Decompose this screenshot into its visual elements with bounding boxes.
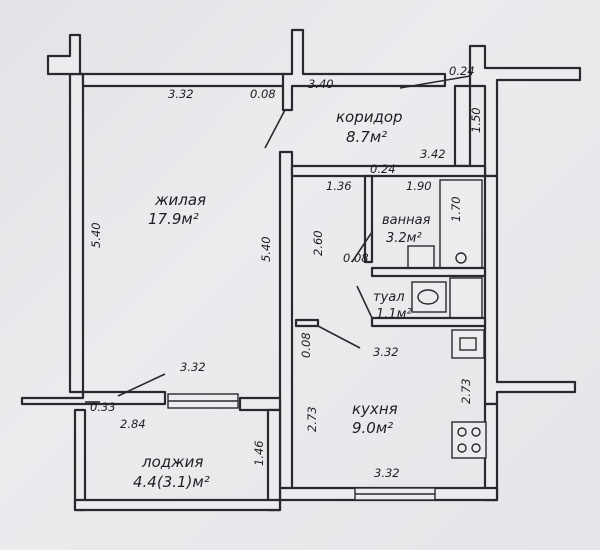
dim-kitchen-left: 2.73 <box>305 406 319 432</box>
corridor-step-wall <box>453 84 472 168</box>
dim-bath-left: 1.36 <box>326 179 352 193</box>
toilet-top-wall <box>370 266 487 278</box>
loggia-left-wall <box>73 408 87 512</box>
corridor-right-wall <box>468 44 582 178</box>
dim-kitchen-top: 3.32 <box>373 345 399 359</box>
dim-living-right: 5.40 <box>259 236 273 262</box>
room-name-kitchen: кухня <box>352 400 398 418</box>
dim-bath-right: 1.70 <box>449 196 463 222</box>
kitchen-partition <box>294 318 320 328</box>
central-partition <box>278 150 294 492</box>
room-area-loggia: 4.4(3.1)м² <box>133 473 210 491</box>
walls <box>20 28 582 512</box>
room-name-bathroom: ванная <box>382 213 431 228</box>
kitchen-right-lower-wall <box>483 402 499 502</box>
corridor-top-wall <box>281 28 447 112</box>
room-area-bathroom: 3.2м² <box>386 231 422 246</box>
room-area-living: 17.9м² <box>148 210 199 228</box>
dim-bath-top: 1.90 <box>406 179 432 193</box>
dim-living-left: 5.40 <box>89 222 103 248</box>
fixtures <box>85 174 487 459</box>
dim-bath-wall: 0.24 <box>370 162 396 176</box>
dim-corridor-height: 1.50 <box>469 107 483 133</box>
room-area-corridor: 8.7м² <box>346 128 387 146</box>
dim-loggia-wall: 0.33 <box>90 400 116 414</box>
dim-kitchen-partition: 0.08 <box>299 332 313 358</box>
dim-living-bottom: 3.32 <box>180 360 206 374</box>
living-door-swing <box>264 109 286 149</box>
dim-partition-height: 2.60 <box>311 230 325 256</box>
corridor-leader <box>399 75 471 89</box>
room-name-living: жилая <box>154 191 206 209</box>
bath-sink <box>407 245 435 269</box>
living-bottom-wall <box>20 390 167 406</box>
living-bottom-right-wall <box>238 396 282 412</box>
toilet-tank <box>449 277 483 319</box>
loggia-bottom-wall <box>73 498 282 512</box>
loggia-right-wall <box>266 408 282 512</box>
dim-kitchen-bottom: 3.32 <box>374 466 400 480</box>
room-name-loggia: лоджия <box>141 453 203 471</box>
stove <box>451 421 487 459</box>
room-area-kitchen: 9.0м² <box>352 419 393 437</box>
room-labels: жилая 17.9м² коридор 8.7м² ванная 3.2м² … <box>133 108 431 491</box>
kitchen-right-wall <box>483 174 577 406</box>
room-name-toilet: туал <box>373 290 405 305</box>
room-name-corridor: коридор <box>336 108 403 126</box>
dim-living-top: 3.32 <box>168 87 194 101</box>
dim-corridor-right-wall: 0.24 <box>449 64 475 78</box>
dim-kitchen-right: 2.73 <box>459 378 473 404</box>
living-top-wall <box>46 33 287 88</box>
dim-corridor-top: 3.40 <box>308 77 334 91</box>
dim-loggia-width: 2.84 <box>120 417 146 431</box>
dim-living-door: 0.08 <box>250 87 276 101</box>
living-left-wall <box>68 72 85 394</box>
dim-bath-door: 0.08 <box>343 251 369 265</box>
room-area-toilet: 1.1м² <box>376 307 412 322</box>
openings <box>167 75 471 501</box>
dim-loggia-depth: 1.46 <box>252 440 266 466</box>
bath-left-partition <box>363 174 374 264</box>
dimension-labels: 3.32 0.08 3.40 0.24 1.50 3.42 0.24 1.36 … <box>89 64 483 480</box>
toilet-bottom-wall <box>370 316 487 328</box>
dim-corridor-bottom: 3.42 <box>420 147 446 161</box>
